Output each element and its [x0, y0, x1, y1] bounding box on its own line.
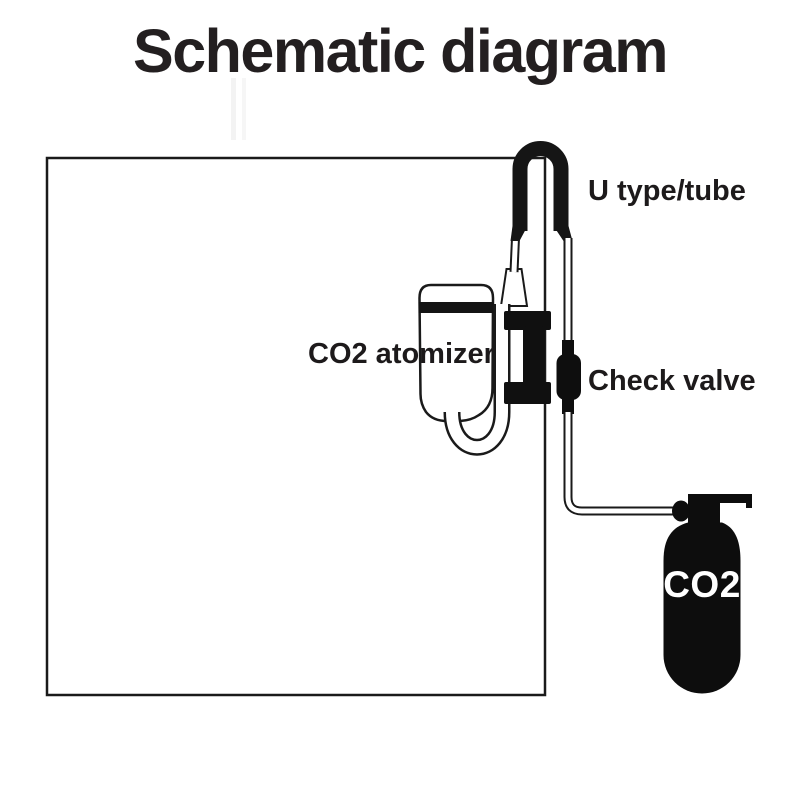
- atomizer-band: [418, 302, 494, 313]
- inlet-tube: [509, 237, 520, 273]
- diagram-title: Schematic diagram: [133, 17, 668, 85]
- cylinder-body: [663, 522, 741, 694]
- u-type-tube: [510, 141, 573, 241]
- tube-to-cylinder: [563, 412, 676, 516]
- mounting-bracket: [504, 311, 551, 404]
- cylinder-valve-block: [688, 494, 720, 523]
- regulator-bar-tab: [746, 494, 752, 508]
- faint-streaks: [231, 78, 246, 140]
- cylinder-valve-knob: [672, 500, 690, 522]
- atomizer-connector: [499, 268, 529, 307]
- label-u-type-tube: U type/tube: [588, 175, 746, 207]
- check-valve: [556, 340, 581, 414]
- co2-cylinder: [663, 494, 752, 694]
- atomizer-loop-riser: [443, 304, 511, 456]
- co2-cylinder-label: CO2: [663, 564, 741, 605]
- label-co2-atomizer: CO2 atomizer: [308, 338, 495, 370]
- label-check-valve: Check valve: [588, 365, 756, 397]
- aquarium-tank: [45, 156, 547, 697]
